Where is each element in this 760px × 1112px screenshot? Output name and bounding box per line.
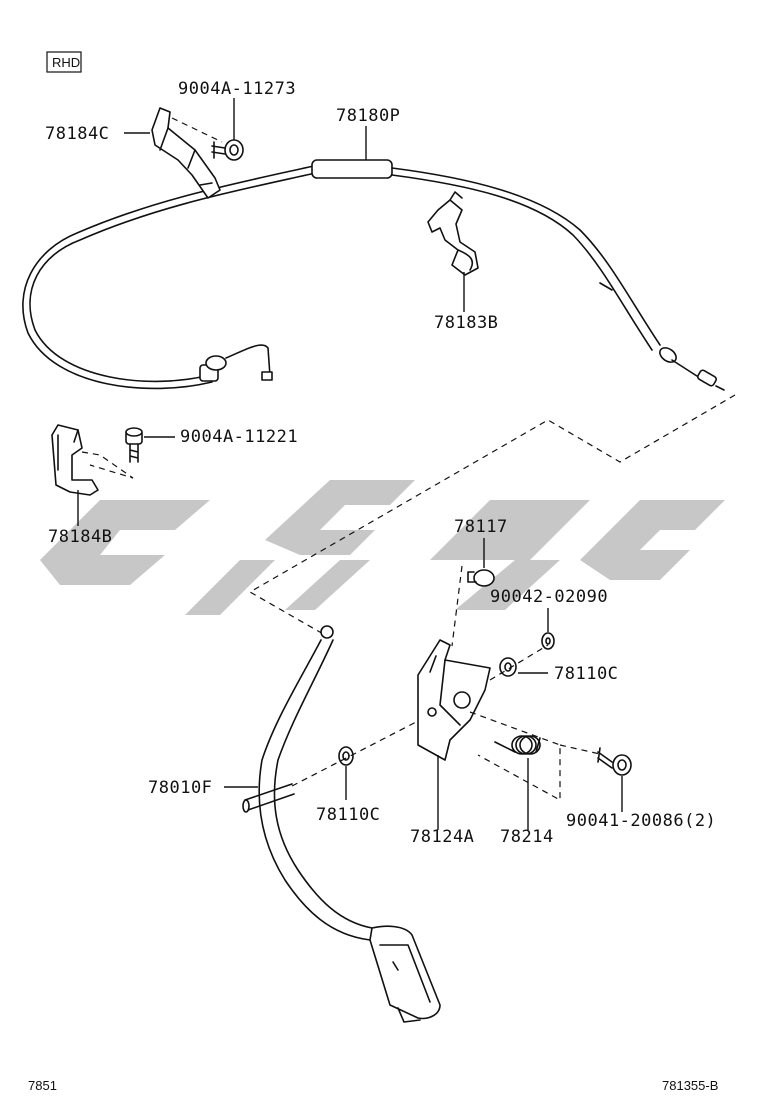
label-78110C-upper: 78110C [554, 664, 618, 684]
label-90042-02090: 90042-02090 [490, 587, 608, 607]
label-78184B: 78184B [48, 527, 112, 547]
washer-90042-02090 [541, 632, 555, 650]
label-90041-20086: 90041-20086(2) [566, 811, 716, 831]
bolt-90041-20086 [597, 747, 632, 776]
footer-left: 7851 [28, 1078, 57, 1093]
stopper-78117 [467, 569, 495, 587]
label-9004A-11273: 9004A-11273 [178, 79, 296, 99]
dash-bushing-lower [291, 719, 421, 787]
spring-78214 [494, 735, 541, 755]
dash-cable-to-pedal [248, 394, 736, 636]
label-9004A-11221: 9004A-11221 [180, 427, 298, 447]
bracket-78184C [151, 107, 221, 199]
dash-bolt-right [469, 711, 561, 802]
bolt-9004A-11273 [211, 139, 244, 161]
dash-stopper [451, 565, 463, 647]
leader-lines [77, 98, 623, 830]
pedal-arm-78010F [242, 625, 441, 1023]
watermark-logo [40, 480, 725, 615]
bolt-9004A-11221 [125, 427, 143, 463]
bushing-78110C-upper [499, 657, 517, 677]
dash-bolt-right-2 [559, 744, 601, 755]
label-78117: 78117 [454, 517, 508, 537]
rhd-badge: RHD [52, 55, 80, 70]
cable-78180P [22, 159, 725, 391]
label-78110C-lower: 78110C [316, 805, 380, 825]
label-78010F: 78010F [148, 778, 212, 798]
clip-78183B [427, 191, 479, 276]
label-78214: 78214 [500, 827, 554, 847]
label-78124A: 78124A [410, 827, 474, 847]
label-78184C: 78184C [45, 124, 109, 144]
bracket-78124A [417, 639, 491, 761]
dash-78184B [81, 451, 134, 479]
rhd-badge-box [46, 51, 82, 73]
label-78183B: 78183B [434, 313, 498, 333]
label-78180P: 78180P [336, 106, 400, 126]
footer-right: 781355-B [662, 1078, 718, 1093]
dash-78184C [171, 117, 223, 143]
bracket-78184B [51, 424, 99, 496]
dash-washer [489, 644, 549, 681]
